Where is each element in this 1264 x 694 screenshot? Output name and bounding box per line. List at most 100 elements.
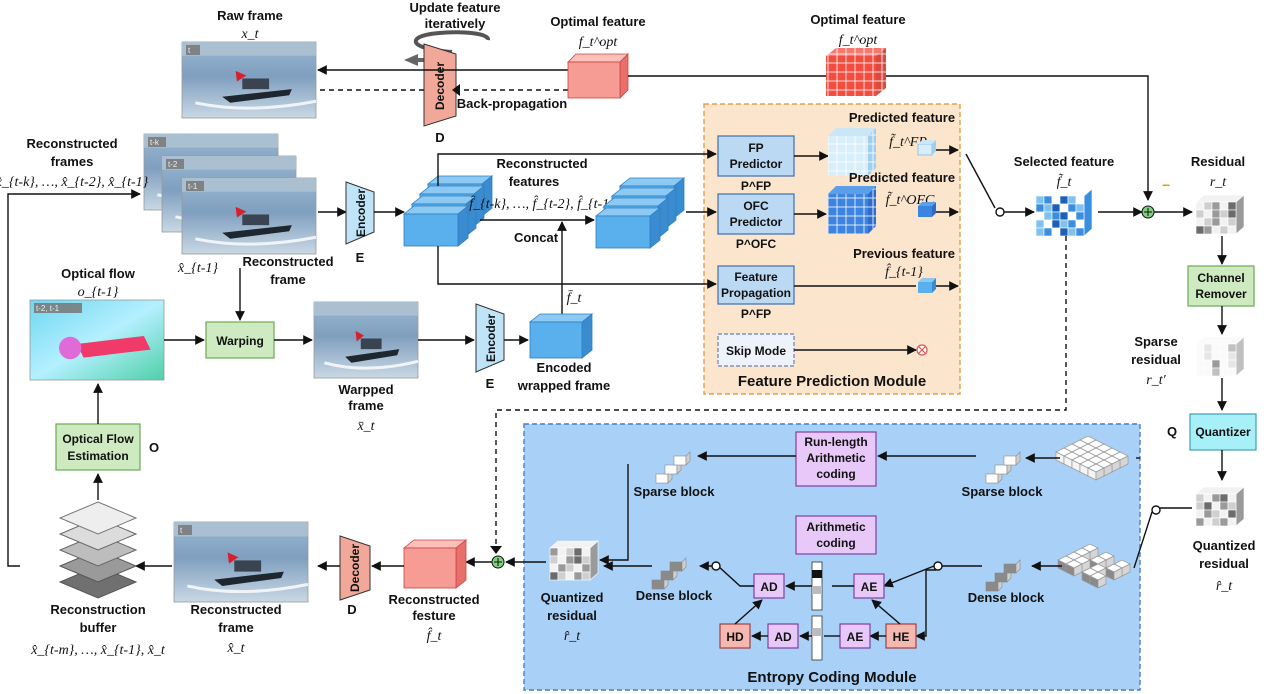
run-length-box: Run-length Arithmetic coding [795,431,877,487]
svg-text:Warping: Warping [216,334,264,348]
ecm-title: Entropy Coding Module [747,669,916,686]
warped-frame-image [313,301,419,379]
dense-block-small-right [985,559,1021,592]
previous-small-cube [918,278,936,293]
svg-text:AD: AD [774,630,792,644]
svg-text:Run-length: Run-length [804,435,867,449]
pfp-label: P^FP [741,179,771,193]
predicted-feature-label-2: Predicted feature [849,170,955,185]
xbar-symbol: x̄_t [356,419,375,434]
skip-terminal-icon [916,344,928,356]
decoder-top-letter: D [435,130,444,145]
dense-switch-icon [933,561,943,571]
svg-text:Predictor: Predictor [730,157,783,171]
residual-label: Residual [1191,154,1245,169]
sparse-residual-cube [1195,336,1245,377]
quantized-residual-label-1: Quantized [1193,538,1256,553]
fbar-symbol: f̄_t [567,290,583,306]
bitstream-top-icon [811,561,823,611]
hd-box: HD [719,623,751,649]
reconstructed-feature-cube [402,539,468,589]
reconstructed-features-label-2: features [509,174,560,189]
quantized-residual-left-1: Quantized [541,590,604,605]
dense-block-small-left [651,557,687,590]
reconstructed-frame-bottom-1: Reconstructed [190,602,281,617]
reconstructed-frame-image: t [173,521,309,603]
svg-text:HD: HD [726,630,744,644]
recon-frame-t2-image-tag: t-2 [168,160,178,169]
feature-propagation-box: Feature Propagation [717,265,795,305]
concat-features-stack [594,177,686,249]
encoded-wrapped-label-2: wrapped frame [517,378,610,393]
reconstructed-frames-label-1: Reconstructed [26,136,117,151]
concat-label: Concat [514,230,559,245]
svg-text:FP: FP [748,141,763,155]
xhat-t1-symbol: x̂_{t-1} [177,261,218,276]
svg-text:Arithmetic: Arithmetic [806,451,866,465]
ae-box-top: AE [853,573,885,599]
reconstruction-buffer-label-1: Reconstruction [50,602,145,617]
encoder-main-letter: E [356,250,365,265]
sparse-block-big-right [1055,435,1129,481]
dense-block-label-left: Dense block [636,588,713,603]
raw-frame-image-tag: t [188,46,191,55]
pfp2-label: P^FP [741,307,771,321]
fhat-t-symbol: f̂_t [427,627,443,644]
bitstream-bottom-icon [811,615,823,661]
reconstruction-buffer-icon [58,501,138,599]
skip-mode-box: Skip Mode [717,333,795,367]
reconstructed-frames-symbol: x̂_{t-k}, …, x̂_{t-2}, x̂_{t-1} [0,175,149,190]
ecm-switch-icon [1151,505,1161,515]
svg-text:AE: AE [861,580,878,594]
optical-flow-label: Optical flow [61,266,136,281]
ae-box-bottom: AE [839,623,871,649]
warping-box: Warping [205,321,275,359]
update-feature-label-1: Update feature [409,0,500,15]
reconstructed-frames-label-2: frames [51,154,94,169]
raw-frame-label: Raw frame [217,8,283,23]
sparse-residual-label-1: Sparse [1134,334,1177,349]
pofc-label: P^OFC [736,237,777,251]
svg-text:HE: HE [893,630,910,644]
optical-flow-estimation-box: Optical Flow Estimation [55,423,141,471]
q-letter: Q [1167,424,1177,439]
svg-text:Arithmetic: Arithmetic [806,520,866,534]
svg-text:Propagation: Propagation [721,286,791,300]
residual-symbol: r_t [1210,175,1227,190]
reconstructed-features-symbol: f̂_{t-k}, …, f̂_{t-2}, f̂_{t-1} [469,195,615,212]
fp-small-cube [917,140,936,156]
o-letter: O [149,440,159,455]
sparse-block-small-right [985,451,1021,484]
optimal-feature-label-1: Optimal feature [550,14,645,29]
svg-text:coding: coding [816,536,855,550]
minus-sign: − [1162,177,1170,193]
ad-box-bottom: AD [767,623,799,649]
reconstructed-frame-bottom-2: frame [218,620,253,635]
optical-flow-image: t-2, t-1 [29,299,165,381]
quantized-residual-left-symbol: r̂_t [564,629,581,644]
svg-text:Predictor: Predictor [730,215,783,229]
sparse-block-label-left: Sparse block [634,484,716,499]
selected-feature-label: Selected feature [1014,154,1114,169]
channel-remover-box: Channel Remover [1187,265,1255,307]
svg-text:Channel: Channel [1197,271,1244,285]
optimal-feature-cube [567,53,629,99]
warpped-frame-label-2: frame [348,398,383,413]
predicted-feature-label-1: Predicted feature [849,110,955,125]
sparse-residual-symbol: r_t′ [1146,373,1166,388]
optimal-feature-symbol-2: f_t^opt [839,33,879,48]
reconstruction-buffer-symbol: x̂_{t-m}, …, x̂_{t-1}, x̂_t [30,643,166,658]
sparse-residual-label-2: residual [1131,352,1181,367]
quantized-residual-label-2: residual [1199,556,1249,571]
ofc-small-cube [918,202,936,217]
add-node-icon [491,555,505,569]
subtract-node-icon [1141,205,1155,219]
optimal-feature-grid-cube [826,48,886,96]
svg-text:AD: AD [760,580,778,594]
fpm-title: Feature Prediction Module [738,373,926,390]
warpped-frame-label-1: Warpped [338,382,393,397]
encoded-wrapped-label-1: Encoded [537,360,592,375]
reconstructed-features-label-1: Reconstructed [496,156,587,171]
optical-flow-image-tag: t-2, t-1 [36,304,60,313]
